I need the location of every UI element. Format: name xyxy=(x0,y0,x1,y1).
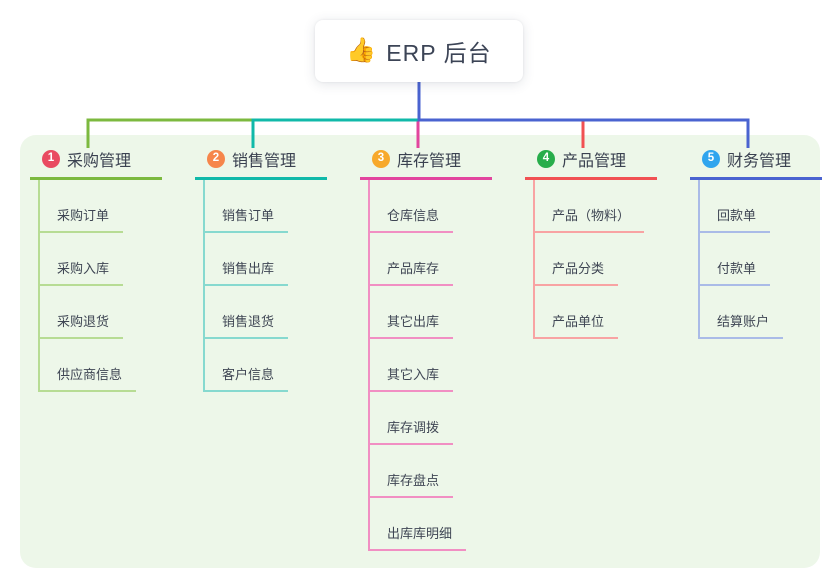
tree-leaf-node[interactable]: 产品分类 xyxy=(535,233,619,286)
branch-label: 销售管理 xyxy=(232,153,297,170)
branch-label: 采购管理 xyxy=(67,153,132,170)
tree-leaf-node[interactable]: 仓库信息 xyxy=(370,180,454,233)
tree-leaf-label: 产品单位 xyxy=(552,314,605,329)
branch-column: 1 采购管理 采购订单 采购入库 采购退货 供应商信息 xyxy=(30,141,190,392)
tree-leaf-node[interactable]: 销售退货 xyxy=(205,286,289,339)
branch-column: 4 产品管理 产品（物料） 产品分类 产品单位 xyxy=(525,141,685,339)
tree-leaf-label: 仓库信息 xyxy=(387,208,440,223)
tree-leaf-label: 库存盘点 xyxy=(387,473,440,488)
branch-header-node[interactable]: 2 销售管理 xyxy=(195,141,327,180)
branch-header-node[interactable]: 3 库存管理 xyxy=(360,141,492,180)
tree-leaf-node[interactable]: 采购退货 xyxy=(40,286,124,339)
tree-leaf-node[interactable]: 付款单 xyxy=(700,233,771,286)
branch-column: 5 财务管理 回款单 付款单 结算账户 xyxy=(690,141,839,339)
branch-header-node[interactable]: 4 产品管理 xyxy=(525,141,657,180)
root-node-label: ERP 后台 xyxy=(386,40,492,66)
root-node[interactable]: 👍 ERP 后台 xyxy=(315,20,523,82)
tree-leaf-label: 采购订单 xyxy=(57,208,110,223)
branch-children-group: 产品（物料） 产品分类 产品单位 xyxy=(533,180,685,339)
tree-leaf-node[interactable]: 供应商信息 xyxy=(40,339,137,392)
tree-leaf-label: 销售退货 xyxy=(222,314,275,329)
tree-leaf-node[interactable]: 产品库存 xyxy=(370,233,454,286)
tree-leaf-node[interactable]: 采购入库 xyxy=(40,233,124,286)
tree-leaf-node[interactable]: 结算账户 xyxy=(700,286,784,339)
tree-leaf-label: 产品库存 xyxy=(387,261,440,276)
tree-leaf-label: 结算账户 xyxy=(717,314,770,329)
tree-leaf-node[interactable]: 采购订单 xyxy=(40,180,124,233)
branch-children-group: 回款单 付款单 结算账户 xyxy=(698,180,839,339)
tree-leaf-node[interactable]: 产品单位 xyxy=(535,286,619,339)
branch-column: 3 库存管理 仓库信息 产品库存 其它出库 其它入库 库存调拨 库存盘点 出库库… xyxy=(360,141,520,551)
tree-leaf-label: 产品（物料） xyxy=(552,208,631,223)
branch-label: 财务管理 xyxy=(727,153,792,170)
tree-leaf-label: 采购入库 xyxy=(57,261,110,276)
tree-leaf-label: 销售出库 xyxy=(222,261,275,276)
tree-leaf-label: 其它入库 xyxy=(387,367,440,382)
tree-leaf-node[interactable]: 销售订单 xyxy=(205,180,289,233)
tree-leaf-label: 其它出库 xyxy=(387,314,440,329)
branches-panel xyxy=(20,135,820,568)
thumbs-up-icon: 👍 xyxy=(346,37,377,64)
branch-header-node[interactable]: 5 财务管理 xyxy=(690,141,822,180)
tree-leaf-label: 供应商信息 xyxy=(57,367,123,382)
tree-leaf-node[interactable]: 产品（物料） xyxy=(535,180,645,233)
branch-column: 2 销售管理 销售订单 销售出库 销售退货 客户信息 xyxy=(195,141,355,392)
tree-leaf-node[interactable]: 其它出库 xyxy=(370,286,454,339)
tree-leaf-node[interactable]: 出库库明细 xyxy=(370,498,467,551)
branch-children-group: 采购订单 采购入库 采购退货 供应商信息 xyxy=(38,180,190,392)
tree-leaf-node[interactable]: 销售出库 xyxy=(205,233,289,286)
tree-leaf-node[interactable]: 回款单 xyxy=(700,180,771,233)
tree-leaf-label: 库存调拨 xyxy=(387,420,440,435)
branch-number-badge: 4 xyxy=(537,150,555,168)
tree-leaf-label: 客户信息 xyxy=(222,367,275,382)
tree-leaf-label: 出库库明细 xyxy=(387,526,453,541)
tree-leaf-node[interactable]: 库存盘点 xyxy=(370,445,454,498)
branch-children-group: 仓库信息 产品库存 其它出库 其它入库 库存调拨 库存盘点 出库库明细 xyxy=(368,180,520,551)
branch-number-badge: 1 xyxy=(42,150,60,168)
tree-leaf-label: 销售订单 xyxy=(222,208,275,223)
tree-leaf-label: 产品分类 xyxy=(552,261,605,276)
branch-label: 库存管理 xyxy=(397,153,462,170)
tree-leaf-label: 采购退货 xyxy=(57,314,110,329)
tree-leaf-label: 回款单 xyxy=(717,208,757,223)
tree-leaf-node[interactable]: 库存调拨 xyxy=(370,392,454,445)
tree-leaf-node[interactable]: 其它入库 xyxy=(370,339,454,392)
branch-label: 产品管理 xyxy=(562,153,627,170)
tree-leaf-label: 付款单 xyxy=(717,261,757,276)
tree-leaf-node[interactable]: 客户信息 xyxy=(205,339,289,392)
branch-header-node[interactable]: 1 采购管理 xyxy=(30,141,162,180)
branch-number-badge: 3 xyxy=(372,150,390,168)
branch-number-badge: 2 xyxy=(207,150,225,168)
branch-children-group: 销售订单 销售出库 销售退货 客户信息 xyxy=(203,180,355,392)
branch-number-badge: 5 xyxy=(702,150,720,168)
